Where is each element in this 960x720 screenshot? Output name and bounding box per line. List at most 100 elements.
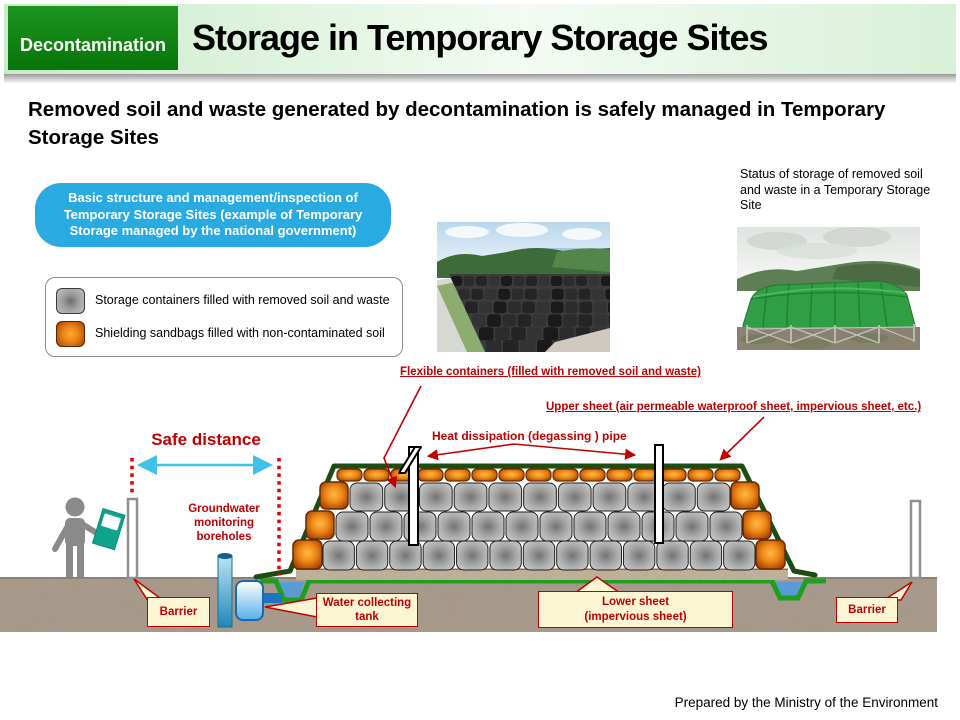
bag <box>465 301 478 314</box>
bag <box>605 288 610 300</box>
bag <box>563 314 577 327</box>
bag <box>471 288 484 300</box>
storage-container <box>539 511 573 542</box>
storage-container <box>471 511 505 542</box>
barrier-post-left <box>126 497 139 580</box>
info-box: Basic structure and management/inspectio… <box>35 183 391 247</box>
bag <box>565 288 578 300</box>
storage-container <box>662 482 696 512</box>
photo-flexible-containers <box>437 222 610 352</box>
bag <box>532 314 547 327</box>
intro-text: Removed soil and waste generated by deco… <box>28 98 886 150</box>
storage-container <box>488 482 523 512</box>
storage-container <box>675 511 709 542</box>
upper-sheet <box>253 463 818 580</box>
storage-container <box>656 540 689 571</box>
bag <box>472 314 486 327</box>
storage-container <box>422 540 456 571</box>
bag <box>551 288 564 300</box>
bag <box>487 314 501 327</box>
storage-container <box>557 482 592 512</box>
label-barrier-right: Barrier <box>836 597 898 623</box>
storage-container <box>723 540 756 571</box>
storage-container <box>622 540 656 571</box>
borehole <box>217 553 233 628</box>
bag <box>592 288 604 300</box>
legend-label: Storage containers filled with removed s… <box>95 293 390 308</box>
bag <box>593 301 607 314</box>
sandbag <box>444 468 471 482</box>
bag <box>488 276 500 286</box>
bag <box>507 301 521 314</box>
bag <box>551 276 562 286</box>
storage-container <box>322 540 355 571</box>
storage-container <box>523 482 557 512</box>
bag <box>525 288 537 300</box>
shielding-sandbag-icon <box>56 320 85 347</box>
barrier-post-right <box>909 499 922 580</box>
storage-container <box>607 511 641 542</box>
sandbag <box>471 468 498 482</box>
legend-item-sandbags: Shielding sandbags filled with non-conta… <box>56 320 392 347</box>
bag <box>479 301 493 314</box>
legend-box: Storage containers filled with removed s… <box>45 277 403 357</box>
label-barrier-left: Barrier <box>147 597 210 627</box>
storage-container <box>522 540 556 571</box>
bag <box>527 327 542 341</box>
storage-container <box>349 482 384 512</box>
bag <box>593 314 608 327</box>
bag <box>550 301 564 314</box>
storage-container <box>505 511 539 542</box>
bag <box>479 327 494 341</box>
legend-item-containers: Storage containers filled with removed s… <box>56 287 392 314</box>
storage-container <box>437 511 471 542</box>
storage-container <box>573 511 607 542</box>
water-tank <box>235 580 264 621</box>
annotation-arrows <box>383 385 765 489</box>
bag <box>486 340 502 352</box>
bag <box>559 327 575 341</box>
sandbag <box>552 468 579 482</box>
footer-credit: Prepared by the Ministry of the Environm… <box>674 695 938 710</box>
sandbag <box>417 468 444 482</box>
bag <box>608 301 610 314</box>
label-lower-sheet: Lower sheet (impervious sheet) <box>538 591 733 628</box>
sandbag <box>336 468 363 482</box>
label-safe-distance: Safe distance <box>151 430 261 449</box>
storage-container <box>453 482 488 512</box>
label-flexible-containers: Flexible containers (filled with removed… <box>400 366 701 378</box>
heat-pipe-right <box>654 444 664 544</box>
label-heat-pipe: Heat dissipation (degassing ) pipe <box>432 429 627 443</box>
storage-container <box>355 540 389 571</box>
sandbag <box>525 468 552 482</box>
storage-container <box>696 482 731 512</box>
clipboard-icon <box>91 507 126 551</box>
label-water-collecting-tank: Water collecting tank <box>316 593 418 627</box>
bag <box>543 327 558 341</box>
trench-water-right <box>774 582 804 596</box>
bag <box>548 314 562 327</box>
header-shadow <box>4 74 956 83</box>
bag <box>463 276 475 286</box>
photo-temporary-storage-site <box>737 227 920 350</box>
bag <box>578 288 591 300</box>
bag <box>513 276 525 286</box>
bag <box>511 327 526 341</box>
bag <box>493 301 507 314</box>
storage-container <box>556 540 589 571</box>
bag <box>502 314 517 327</box>
bag <box>588 276 600 286</box>
bag <box>578 314 593 327</box>
bag <box>522 301 535 314</box>
bag <box>495 327 510 341</box>
storage-container <box>335 511 369 542</box>
person-icon <box>52 497 103 577</box>
page-title: Storage in Temporary Storage Sites <box>192 17 769 58</box>
legend-label: Shielding sandbags filled with non-conta… <box>95 326 385 341</box>
bag <box>536 301 550 314</box>
bag <box>576 276 587 286</box>
sandbag <box>498 468 525 482</box>
tank-pipe <box>261 593 282 603</box>
bag <box>538 276 550 286</box>
